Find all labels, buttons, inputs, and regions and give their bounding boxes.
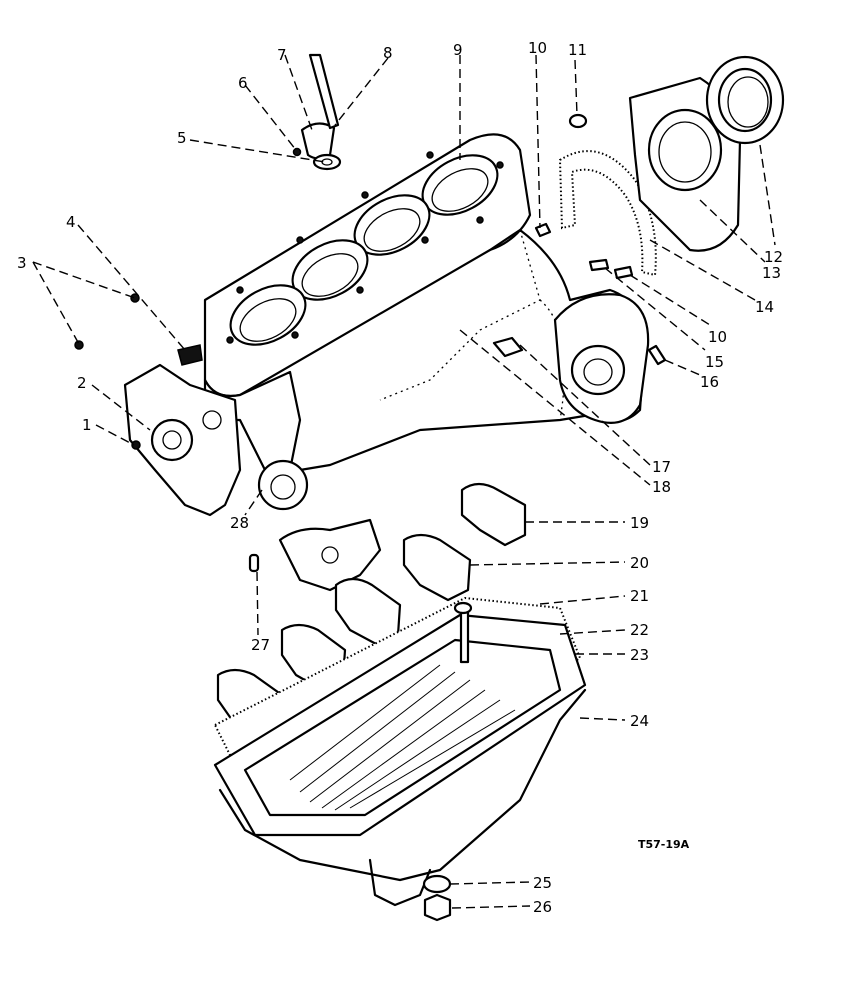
callout-19: 19	[630, 514, 649, 532]
callout-25: 25	[533, 874, 552, 892]
callout-5: 5	[177, 129, 187, 147]
drain-plug-26	[423, 893, 452, 922]
callout-10-top: 10	[528, 39, 547, 57]
callout-1: 1	[82, 416, 92, 434]
callout-3: 3	[17, 254, 27, 272]
callout-15: 15	[705, 353, 724, 371]
cylinder-block	[203, 133, 650, 592]
callout-8: 8	[383, 44, 393, 62]
oil-seal-12	[705, 55, 785, 145]
fitting-17	[492, 336, 524, 358]
callout-14: 14	[755, 298, 774, 316]
front-plate	[123, 344, 242, 517]
callout-12: 12	[764, 248, 783, 266]
dipstick-tube-8	[308, 53, 340, 130]
callout-20: 20	[630, 554, 649, 572]
stud-23	[459, 610, 470, 664]
callout-7: 7	[277, 46, 287, 64]
callout-28: 28	[230, 514, 249, 532]
bearing-cap-20	[402, 533, 472, 602]
dowels-15	[588, 258, 634, 280]
plug-6	[292, 147, 302, 157]
callout-18: 18	[652, 478, 671, 496]
callout-10-right: 10	[708, 328, 727, 346]
callout-11: 11	[568, 41, 587, 59]
drain-washer-25	[422, 874, 452, 894]
callout-24: 24	[630, 712, 649, 730]
plugs-3	[74, 293, 140, 350]
rear-gasket-14	[558, 150, 657, 277]
washer-5	[312, 153, 342, 171]
drawing-reference: T57-19A	[638, 838, 690, 851]
callout-21: 21	[630, 587, 649, 605]
callout-4: 4	[66, 213, 76, 231]
plug-11	[568, 113, 588, 129]
callout-26: 26	[533, 898, 552, 916]
callout-labels: 1 2 3 4 5 6 7 8 9 10 11 12 13 14 10 15 1…	[17, 39, 783, 916]
bearing-cap-mid	[334, 577, 402, 647]
oil-pan-24	[213, 613, 587, 907]
bearing-cap-19	[460, 482, 527, 547]
dowel-27	[248, 553, 260, 573]
callout-2: 2	[77, 374, 87, 392]
dowel-10-top	[534, 222, 552, 238]
callout-9: 9	[453, 41, 463, 59]
callout-23: 23	[630, 646, 649, 664]
screw-1	[131, 440, 141, 450]
callout-13: 13	[762, 264, 781, 282]
callout-27: 27	[251, 636, 270, 654]
stud-16	[647, 344, 667, 366]
callout-16: 16	[700, 373, 719, 391]
callout-17: 17	[652, 458, 671, 476]
callout-6: 6	[238, 74, 248, 92]
washer-22	[453, 601, 473, 615]
callout-22: 22	[630, 621, 649, 639]
leader-lines	[32, 54, 776, 909]
